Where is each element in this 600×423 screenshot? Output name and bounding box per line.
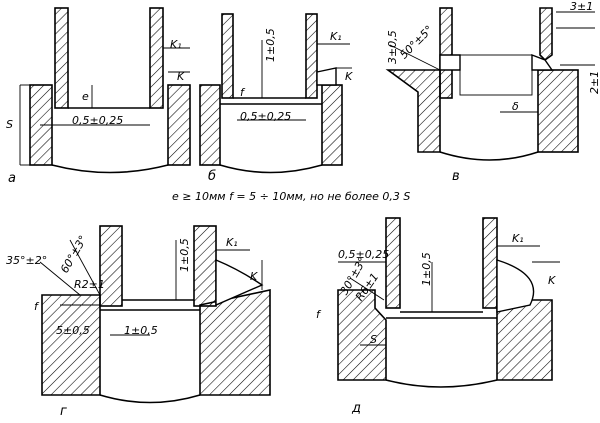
panel-d-plate-right bbox=[496, 299, 553, 381]
panel-b: 1±0,5 f 0,5±0,25 K₁ K б bbox=[199, 13, 353, 184]
panel-b-plate-left bbox=[199, 84, 221, 166]
panel-v-tube-right-wall bbox=[539, 7, 553, 62]
panel-v-angle-label: 50°±5° bbox=[397, 23, 435, 61]
panel-d-caption: д bbox=[351, 401, 361, 416]
panel-d-plate-left bbox=[337, 289, 387, 381]
panel-g-plate-left bbox=[41, 294, 101, 396]
panel-g-angle1-label: 35°±2° bbox=[6, 254, 47, 267]
panel-g-K1-label: K₁ bbox=[226, 236, 238, 249]
panel-b-tube-right-wall bbox=[305, 13, 318, 99]
panel-g-plate-right bbox=[199, 289, 271, 396]
panel-g-f-label: f bbox=[34, 300, 40, 313]
panel-d-weld bbox=[496, 259, 535, 313]
panel-d-gap-v-label: 1±0,5 bbox=[420, 252, 433, 286]
panel-v-root-label: 3±0,5 bbox=[386, 30, 399, 64]
panel-d-tube-left-wall bbox=[385, 217, 401, 309]
panel-d-tube-right-wall bbox=[482, 217, 498, 309]
panel-b-gap-label: 0,5±0,25 bbox=[240, 110, 291, 123]
panel-a-e-label: e bbox=[82, 90, 89, 103]
panel-g-radius-label: R2±1 bbox=[74, 278, 105, 291]
panel-b-weld-bead bbox=[316, 67, 337, 86]
panel-g-angle2-label: 60°±3° bbox=[58, 233, 90, 275]
panel-d: 0,5±0,25 30°±3° R6±1 f 1±0,5 S K₁ K д bbox=[316, 217, 560, 416]
panel-v-side-label: 2±1 bbox=[588, 71, 600, 94]
panel-g-gap-label: 1±0,5 bbox=[124, 324, 158, 337]
panel-g-tube-left-wall bbox=[99, 225, 123, 307]
panel-b-K1-label: K₁ bbox=[330, 30, 342, 43]
panel-a-plate-right bbox=[167, 84, 191, 166]
panel-a-K-label: K bbox=[177, 70, 185, 83]
panel-a-gap-label: 0,5±0,25 bbox=[72, 114, 123, 127]
panel-v-caption: в bbox=[452, 169, 460, 184]
panel-a-S-label: S bbox=[6, 118, 13, 131]
panel-d-K-label: K bbox=[548, 274, 556, 287]
panel-d-S-label: S bbox=[370, 333, 377, 346]
panel-b-caption: б bbox=[208, 169, 216, 184]
panel-v-tube-left-wall bbox=[439, 7, 453, 99]
panel-d-K1-label: K₁ bbox=[512, 232, 524, 245]
panel-a-caption: а bbox=[8, 171, 16, 186]
panel-g-root-label: 5±0,5 bbox=[56, 324, 90, 337]
panel-a-tube-right-wall bbox=[149, 7, 164, 109]
panel-v-weld-left bbox=[439, 54, 461, 71]
panel-g-gap-v-label: 1±0,5 bbox=[178, 238, 191, 272]
panel-v-weld-right bbox=[531, 53, 554, 71]
panel-v-delta-label: δ bbox=[512, 100, 519, 113]
panel-d-f-label: f bbox=[316, 308, 322, 321]
panel-a: S e 0,5±0,25 K₁ K а bbox=[6, 7, 191, 186]
panel-v-bore bbox=[459, 54, 533, 96]
panel-v-plate-left bbox=[385, 69, 441, 153]
panel-v: 50°±5° 3±0,5 3±1 2±1 δ в bbox=[385, 0, 600, 184]
panel-d-top-label: 0,5±0,25 bbox=[338, 248, 389, 261]
dimension-note: e ≥ 10мм f = 5 ÷ 10мм, но не более 0,3 S bbox=[172, 190, 410, 203]
panel-g-tube-right-wall bbox=[193, 225, 217, 307]
panel-v-top-label: 3±1 bbox=[570, 0, 593, 13]
panel-a-tube-left-wall bbox=[54, 7, 69, 109]
panel-g-K-label: K bbox=[250, 270, 258, 283]
panel-b-plate-right bbox=[321, 84, 343, 166]
panel-g-caption: г bbox=[60, 404, 67, 419]
panel-a-K1-label: K₁ bbox=[170, 38, 182, 51]
panel-b-tube-left-wall bbox=[221, 13, 234, 99]
panel-b-gap-top-label: 1±0,5 bbox=[264, 28, 277, 62]
panel-b-K-label: K bbox=[345, 70, 353, 83]
panel-b-f-label: f bbox=[240, 86, 246, 99]
panel-g: 35°±2° 60°±3° R2±1 f 5±0,5 1±0,5 1±0,5 K… bbox=[6, 225, 271, 419]
panel-v-plate-right bbox=[537, 69, 579, 153]
